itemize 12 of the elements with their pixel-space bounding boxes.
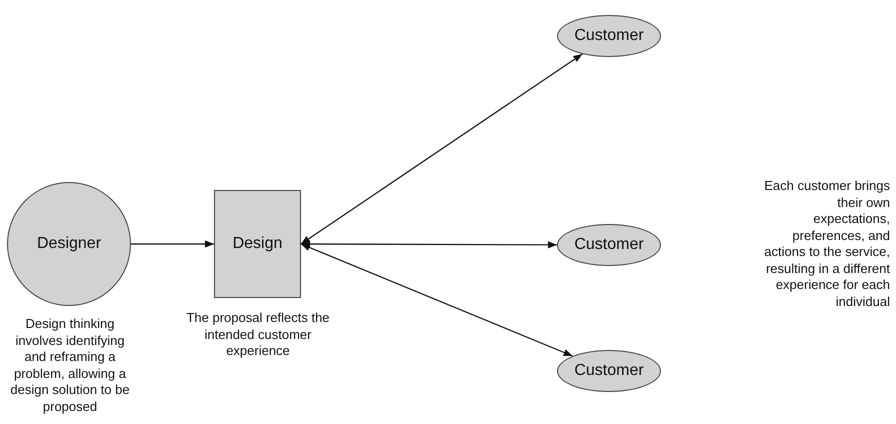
customer-ellipse: Customer	[557, 224, 661, 266]
customer-ellipse: Customer	[557, 15, 661, 57]
arrow	[300, 243, 573, 357]
customer-ellipse: Customer	[557, 350, 661, 392]
arrow	[301, 240, 557, 248]
description-note: The proposal reflects the intended customer experience	[185, 310, 331, 360]
description-note: Design thinking involves identifying and reframing a problem, allowing a design solution to be proposed	[9, 316, 131, 415]
process-box: Design	[214, 190, 301, 298]
arrow	[131, 240, 214, 248]
annotation-note: Each customer brings their own expectations, preferences, and actions to the service, resulting in a different experience for each individual	[763, 178, 890, 310]
actor-circle: Designer	[7, 182, 131, 306]
arrow	[300, 54, 583, 244]
